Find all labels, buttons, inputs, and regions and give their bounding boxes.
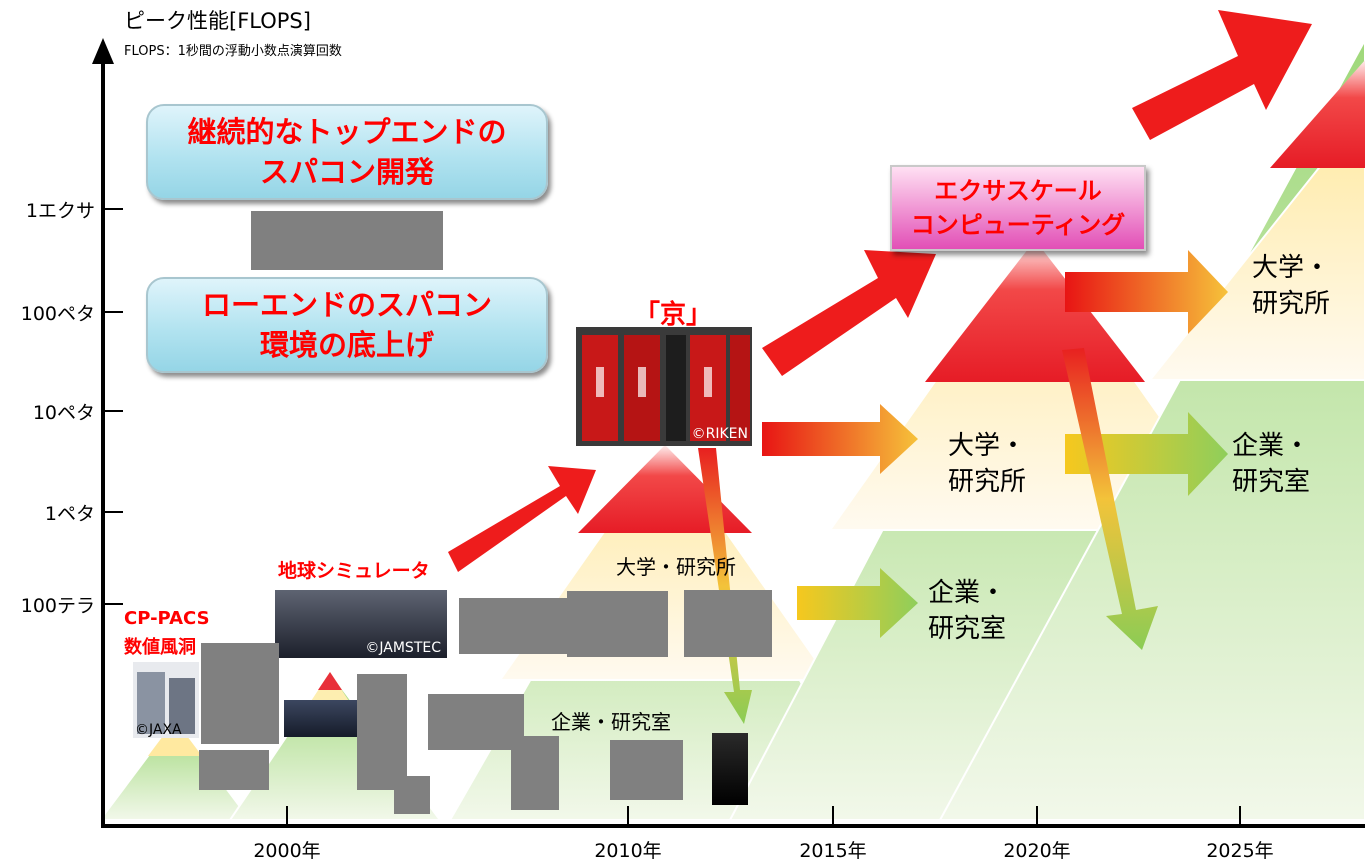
tier-line: 企業・ <box>1232 431 1311 461</box>
tier-line: 研究室 <box>928 614 1007 644</box>
redacted-block <box>394 776 430 814</box>
x-tick-marks <box>286 806 1241 826</box>
earth-simulator-photo: ©JAMSTEC <box>275 590 447 658</box>
y-tick-label: 1エクサ <box>25 200 95 222</box>
policy-box-line: 環境の底上げ <box>259 328 434 362</box>
kei-photo: ©RIKEN <box>576 327 752 446</box>
y-tick-label: 100テラ <box>20 595 95 617</box>
arrow-univ-to-corp <box>797 568 918 638</box>
pyramid-2002-top <box>318 672 342 690</box>
tier-line: 研究所 <box>1252 289 1331 319</box>
y-tick-label: 1ペタ <box>44 503 95 525</box>
kei-racks-image <box>576 327 752 446</box>
kei-credit: ©RIKEN <box>691 426 748 442</box>
x-tick-label: 2020年 <box>1003 840 1071 862</box>
y-axis-subtitle: FLOPS：1秒間の浮動小数点演算回数 <box>124 44 342 59</box>
tier-corp-2010: 企業・研究室 <box>551 710 671 734</box>
jaxa-credit: ©JAXA <box>135 722 182 738</box>
server-cluster-image <box>284 700 362 737</box>
cp-pacs-photo: ©JAXA <box>133 662 199 738</box>
x-tick-label: 2000年 <box>253 840 321 862</box>
redacted-block <box>357 674 407 790</box>
pyramid-1995-top <box>148 720 202 756</box>
earth-simulator-label: 地球シミュレータ <box>278 560 430 582</box>
pyramid-2010-red <box>578 445 752 533</box>
cp-pacs-image <box>137 672 195 734</box>
redacted-block <box>201 643 279 744</box>
arrow-kei-down <box>698 448 752 724</box>
earth-simulator-credit: ©JAMSTEC <box>365 640 441 656</box>
tier-corp-2015: 企業・ 研究室 <box>928 575 1006 647</box>
redacted-block <box>199 750 269 790</box>
redacted-block <box>428 694 524 750</box>
redacted-block <box>610 740 683 800</box>
policy-box-lowend: ローエンドのスパコン 環境の底上げ <box>146 277 548 373</box>
tier-line: 大学・ <box>1252 253 1331 283</box>
exascale-line: コンピューティング <box>910 211 1126 239</box>
y-axis-title: ピーク性能[FLOPS] <box>124 9 311 33</box>
policy-box-topend: 継続的なトップエンドの スパコン開発 <box>146 104 548 200</box>
redacted-block <box>459 598 567 654</box>
y-tick-label: 10ペタ <box>32 402 95 424</box>
x-tick-label: 2025年 <box>1206 840 1274 862</box>
redacted-block <box>684 590 772 657</box>
tier-line: 企業・ <box>928 578 1007 608</box>
x-tick-label: 2015年 <box>799 840 867 862</box>
redacted-block <box>251 211 443 270</box>
arrow-exa-down <box>1062 348 1158 650</box>
tier-corp-2025: 企業・ 研究室 <box>1232 428 1310 500</box>
policy-box-line: 継続的なトップエンドの <box>187 115 507 149</box>
arrow-to-kei <box>448 466 596 572</box>
cp-pacs-label: CP-PACS <box>124 608 210 629</box>
redacted-block <box>567 591 668 657</box>
tier-line: 大学・ <box>948 431 1027 461</box>
exascale-box: エクサスケール コンピューティング <box>890 165 1146 251</box>
exascale-line: エクサスケール <box>934 177 1102 205</box>
tier-line: 研究所 <box>948 467 1027 497</box>
y-axis-arrowhead <box>92 38 114 64</box>
tier-univ-2010: 大学・研究所 <box>616 555 736 579</box>
desktop-server-image <box>712 733 748 805</box>
arrow-future-top <box>1132 10 1312 140</box>
pyramid-2025 <box>938 39 1365 821</box>
nwt-label: 数値風洞 <box>124 637 196 658</box>
arrow-univ-to-corp-2025 <box>1065 412 1228 496</box>
kei-label: 「京」 <box>634 300 713 330</box>
policy-box-line: スパコン開発 <box>259 155 434 189</box>
tier-univ-2025: 大学・ 研究所 <box>1252 250 1330 322</box>
redacted-block <box>511 736 559 810</box>
pyramid-2020-red <box>925 240 1145 382</box>
tier-univ-2015: 大学・ 研究所 <box>948 428 1026 500</box>
policy-box-line: ローエンドのスパコン <box>201 288 492 322</box>
arrow-exa-to-univ <box>1065 250 1228 334</box>
pyramid-2025-red <box>1270 60 1365 168</box>
y-tick-label: 100ペタ <box>20 303 95 325</box>
arrow-to-exascale <box>762 250 936 376</box>
tier-line: 研究室 <box>1232 467 1311 497</box>
arrow-kei-to-univ <box>762 404 918 474</box>
y-tick-marks <box>103 208 123 605</box>
x-tick-label: 2010年 <box>594 840 662 862</box>
